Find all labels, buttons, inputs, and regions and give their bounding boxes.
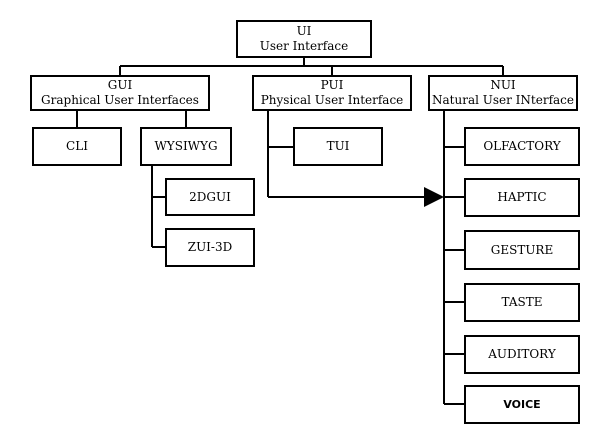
- node-nui-title: NUI: [490, 78, 516, 92]
- node-gui-title: GUI: [107, 78, 133, 92]
- node-ui: UI User Interface: [236, 20, 372, 58]
- node-taste: TASTE: [464, 283, 580, 322]
- node-voice-title: VOICE: [503, 398, 541, 411]
- node-auditory: AUDITORY: [464, 335, 580, 374]
- node-2dgui-title: 2DGUI: [189, 189, 231, 204]
- node-haptic-title: HAPTIC: [497, 190, 547, 204]
- node-2dgui: 2DGUI: [165, 178, 255, 216]
- node-gui: GUI Graphical User Interfaces: [30, 75, 210, 111]
- node-taste-title: TASTE: [501, 295, 543, 309]
- node-gesture: GESTURE: [464, 230, 580, 270]
- node-gesture-title: GESTURE: [490, 242, 554, 257]
- node-nui-subtitle: Natural User INterface: [432, 93, 574, 107]
- node-olfactory-title: OLFACTORY: [483, 139, 561, 153]
- node-zui3d: ZUI-3D: [165, 228, 255, 267]
- node-nui: NUI Natural User INterface: [428, 75, 578, 111]
- node-haptic: HAPTIC: [464, 178, 580, 217]
- node-cli-title: CLI: [66, 139, 88, 153]
- node-ui-title: UI: [296, 24, 312, 38]
- node-wysiwyg: WYSIWYG: [140, 127, 232, 166]
- node-zui3d-title: ZUI-3D: [187, 240, 233, 254]
- node-wysiwyg-title: WYSIWYG: [154, 139, 218, 153]
- node-gui-subtitle: Graphical User Interfaces: [41, 93, 199, 107]
- node-tui: TUI: [293, 127, 383, 166]
- node-ui-subtitle: User Interface: [259, 39, 349, 53]
- node-tui-title: TUI: [326, 139, 350, 153]
- node-auditory-title: AUDITORY: [488, 347, 556, 361]
- node-cli: CLI: [32, 127, 122, 166]
- node-pui-title: PUI: [320, 78, 344, 92]
- node-pui-subtitle: Physical User Interface: [260, 93, 404, 107]
- node-voice: VOICE: [464, 385, 580, 424]
- node-pui: PUI Physical User Interface: [252, 75, 412, 111]
- node-olfactory: OLFACTORY: [464, 127, 580, 166]
